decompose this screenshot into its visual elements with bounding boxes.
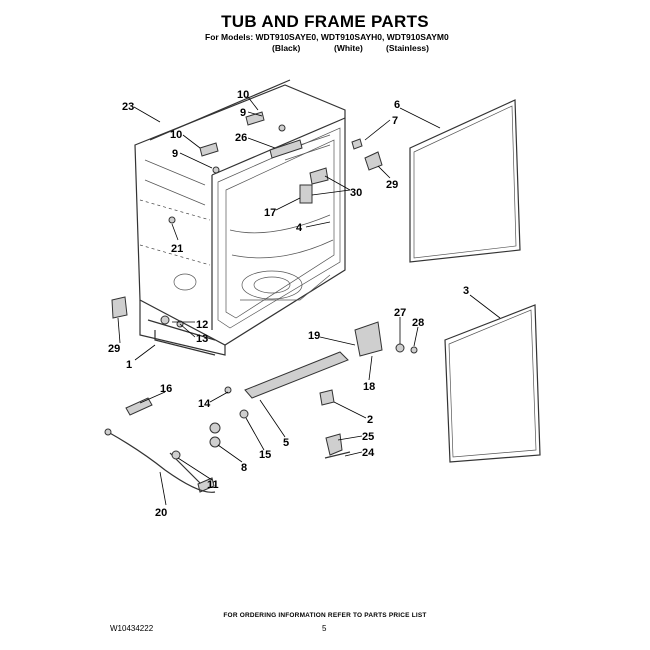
- callout-11: 11: [207, 479, 219, 491]
- tub-gasket-side: [444, 304, 541, 463]
- callout-25: 25: [362, 431, 374, 443]
- callout-18: 18: [363, 381, 375, 393]
- callout-9-left: 9: [172, 148, 178, 160]
- callout-2: 2: [367, 414, 373, 426]
- callout-numbers: 23 10 9 26 10 9 21 6 7 29 30 17 4 3 29 1…: [108, 89, 469, 519]
- callout-30: 30: [350, 187, 362, 199]
- color-label-black: (Black): [272, 43, 301, 53]
- tub-assembly: [134, 79, 346, 346]
- callout-4: 4: [296, 222, 303, 234]
- callout-13: 13: [196, 333, 208, 345]
- color-label-stainless: (Stainless): [386, 43, 429, 53]
- callout-23: 23: [122, 101, 134, 113]
- callout-10-top: 10: [237, 89, 249, 101]
- color-label-white: (White): [334, 43, 363, 53]
- callout-16: 16: [160, 383, 172, 395]
- callout-26: 26: [235, 132, 247, 144]
- callout-8: 8: [241, 462, 247, 474]
- callout-27: 27: [394, 307, 406, 319]
- callout-28: 28: [412, 317, 424, 329]
- callout-20: 20: [155, 507, 167, 519]
- page-title: TUB AND FRAME PARTS: [221, 12, 429, 31]
- document-number: W10434222: [110, 624, 154, 633]
- callout-21: 21: [171, 243, 183, 255]
- base-frame: [139, 300, 226, 356]
- callout-9-top: 9: [240, 107, 246, 119]
- callout-12: 12: [196, 319, 208, 331]
- callout-7: 7: [392, 115, 398, 127]
- callout-17: 17: [264, 207, 276, 219]
- callout-24: 24: [362, 447, 375, 459]
- leader-lines: [117, 96, 501, 506]
- callout-1: 1: [126, 359, 132, 371]
- door-gasket-upper: [409, 99, 521, 263]
- models-line: For Models: WDT910SAYE0, WDT910SAYH0, WD…: [205, 32, 449, 42]
- page-number: 5: [322, 624, 327, 633]
- callout-29-left: 29: [108, 343, 120, 355]
- small-parts: [104, 111, 418, 493]
- callout-29-right: 29: [386, 179, 398, 191]
- callout-3: 3: [463, 285, 469, 297]
- callout-6: 6: [394, 99, 400, 111]
- callout-14: 14: [198, 398, 211, 410]
- callout-19: 19: [308, 330, 320, 342]
- callout-15: 15: [259, 449, 271, 461]
- callout-5: 5: [283, 437, 289, 449]
- ordering-note: FOR ORDERING INFORMATION REFER TO PARTS …: [223, 612, 427, 619]
- callout-10-left: 10: [170, 129, 182, 141]
